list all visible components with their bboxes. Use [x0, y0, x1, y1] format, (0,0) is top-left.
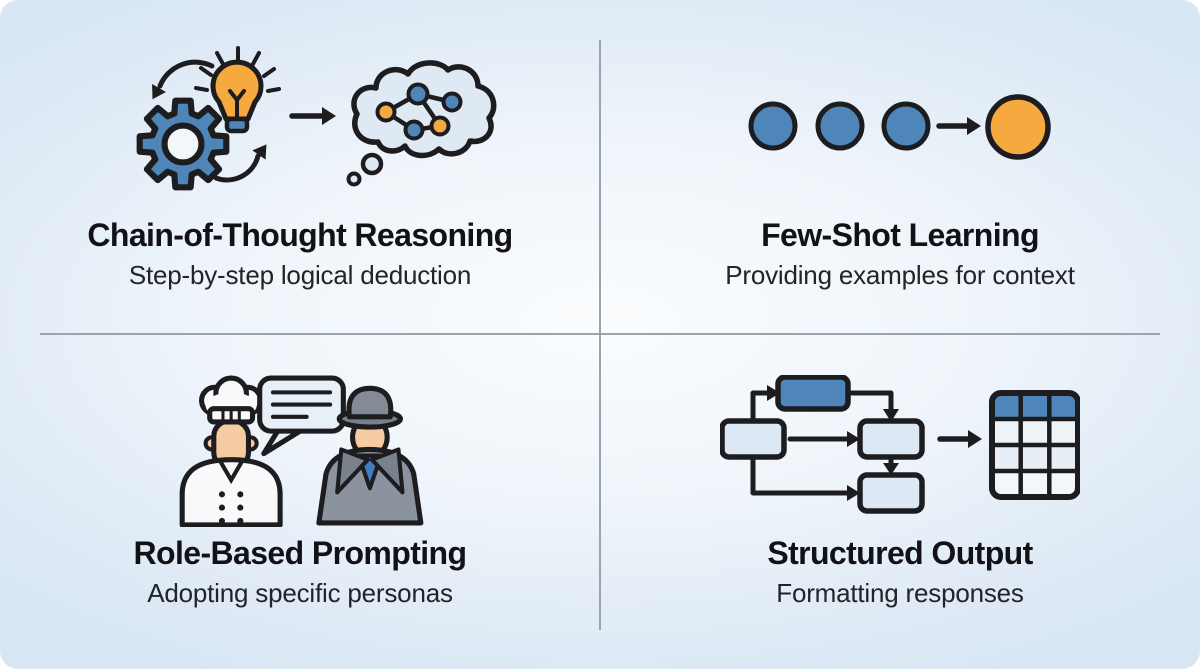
arrow-icon	[289, 107, 336, 125]
cycle-arrows-icon	[157, 59, 261, 183]
flowchart-box-left	[720, 418, 787, 460]
role-based-icon-box	[173, 370, 428, 530]
flowchart-icon	[720, 375, 925, 514]
quadrant-few-shot: Few-Shot Learning Providing examples for…	[600, 0, 1200, 334]
quadrant-title: Chain-of-Thought Reasoning	[87, 217, 513, 253]
quadrant-subtitle: Step-by-step logical deduction	[128, 260, 472, 290]
table-icon	[989, 390, 1080, 500]
structured-output-icon	[720, 375, 1080, 514]
quadrant-title: Structured Output	[767, 535, 1033, 571]
personas-icon	[179, 375, 423, 527]
quadrant-subtitle: Adopting specific personas	[147, 578, 453, 608]
lightbulb-icon	[194, 46, 281, 134]
cycle-arrowhead-down	[152, 84, 166, 100]
flowchart-box-blue	[775, 375, 851, 412]
few-shot-icon	[748, 94, 1051, 160]
quadrant-subtitle: Formatting responses	[776, 578, 1024, 608]
chef-jacket-buttons	[218, 490, 243, 524]
cycle-arrowhead-up	[252, 144, 267, 160]
horizontal-divider	[40, 333, 1160, 335]
detective-lapel-left	[334, 446, 370, 494]
flowchart-box-center	[857, 418, 925, 460]
gear-icon	[136, 97, 230, 191]
arrow-icon	[937, 430, 982, 448]
few-shot-icon-box	[745, 42, 1055, 212]
quadrant-title: Few-Shot Learning	[761, 217, 1039, 253]
chain-of-thought-icon	[136, 46, 497, 191]
chef-hat-icon	[198, 375, 263, 424]
arrow-icon	[936, 117, 981, 135]
quadrant-title: Role-Based Prompting	[133, 535, 468, 571]
quadrant-chain-of-thought: Chain-of-Thought Reasoning Step-by-step …	[0, 0, 600, 334]
vertical-divider	[599, 40, 601, 630]
speech-bubble-icon	[256, 375, 346, 456]
network-graph-icon	[375, 82, 463, 141]
quadrant-role-based: Role-Based Prompting Adopting specific p…	[0, 334, 600, 669]
thought-trail-bubble	[360, 152, 384, 176]
quadrant-structured-output: Structured Output Formatting responses	[600, 334, 1200, 669]
chef-icon	[179, 375, 283, 527]
chain-of-thought-icon-box	[100, 42, 500, 212]
output-dot-icon	[985, 94, 1051, 160]
fedora-hat-icon	[336, 385, 403, 430]
thought-cloud-icon	[346, 60, 497, 187]
detective-icon	[315, 385, 423, 525]
flowchart-box-bottom	[857, 472, 925, 514]
structured-output-icon-box	[720, 370, 1080, 530]
example-dots-icon	[748, 101, 931, 151]
thought-trail-bubble-small	[346, 171, 362, 187]
detective-lapel-right	[369, 446, 405, 494]
quadrant-subtitle: Providing examples for context	[725, 260, 1075, 290]
